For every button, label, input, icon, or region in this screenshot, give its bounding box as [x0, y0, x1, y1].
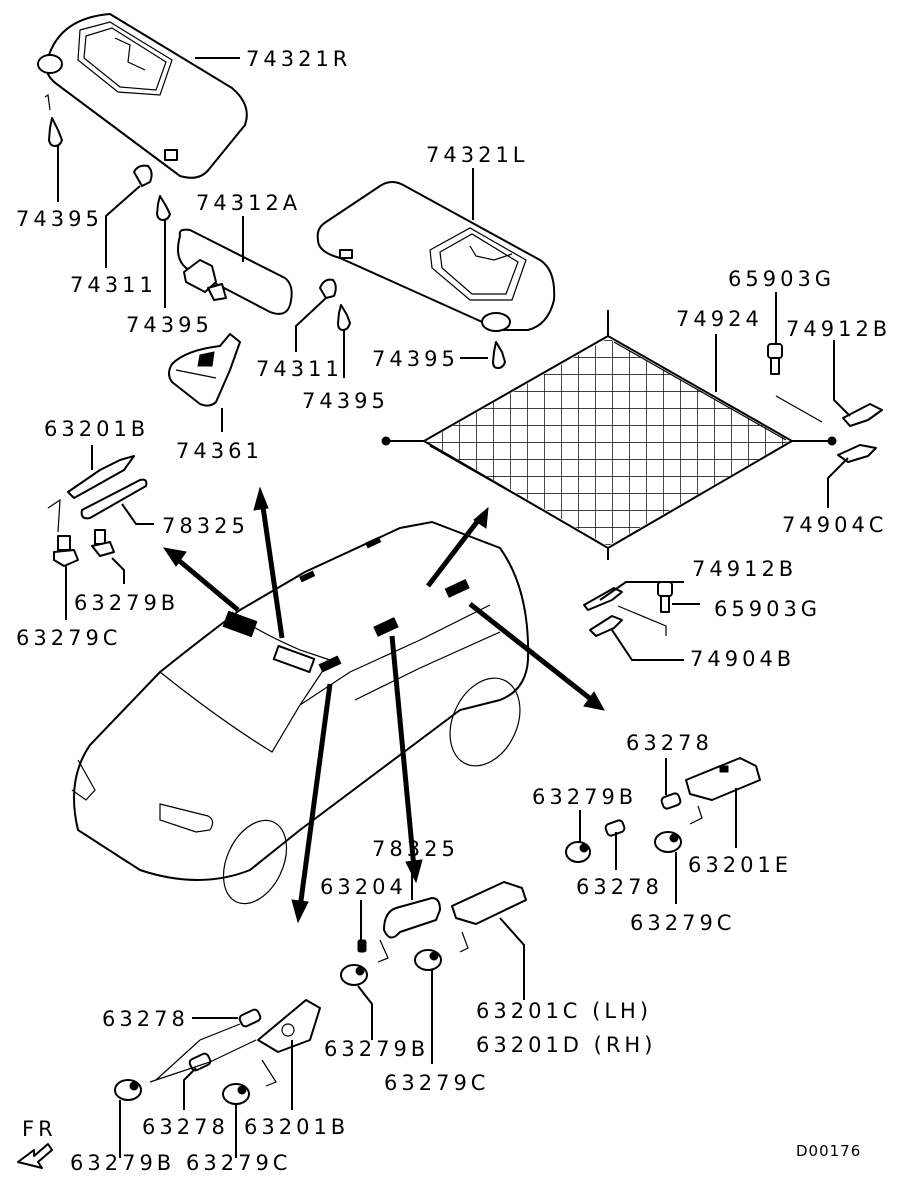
label-visor-holder-lh: 74311 — [256, 357, 343, 381]
bottom-lamp-assy[interactable] — [257, 999, 321, 1053]
label-rear-socket-c: 63279C — [630, 911, 735, 935]
bottom-bulb-b[interactable] — [188, 1052, 212, 1072]
label-visor-screw-lh-a: 74395 — [302, 389, 389, 413]
net-bracket-lower[interactable] — [589, 615, 623, 637]
net-hook-upper[interactable] — [842, 403, 883, 427]
label-cargo-net: 74924 — [676, 307, 763, 331]
label-side-grip: 78325 — [372, 837, 459, 861]
label-bottom-lamp-assy: 63201B — [244, 1115, 349, 1139]
label-bottom-bulb-a: 63278 — [102, 1007, 189, 1031]
label-bottom-socket-b: 63279B — [70, 1151, 175, 1175]
leader-lines — [57, 57, 851, 1158]
label-bottom-socket-c: 63279C — [186, 1151, 291, 1175]
label-side-lamp-lh: 63201C (LH) — [476, 999, 652, 1023]
label-rear-lamp-assy: 63201E — [688, 853, 792, 877]
sun-visor-rh[interactable] — [37, 13, 248, 179]
rear-socket-c[interactable] — [654, 831, 682, 853]
label-side-bulb: 63204 — [320, 875, 407, 899]
visor-screw-rh-a[interactable] — [44, 93, 63, 147]
side-bulb[interactable] — [357, 939, 367, 953]
room-mirror[interactable] — [177, 228, 293, 315]
front-assist-grip[interactable] — [80, 478, 148, 520]
rear-bulb-b[interactable] — [604, 819, 626, 837]
visor-screw-rh-b[interactable] — [156, 195, 171, 221]
label-visor-screw-lh-b: 74395 — [372, 347, 459, 371]
label-side-socket-b: 63279B — [324, 1037, 429, 1061]
cargo-net[interactable] — [381, 310, 837, 560]
net-bolt-upper[interactable] — [767, 343, 783, 375]
front-direction-arrow — [17, 1143, 53, 1169]
label-sun-visor-lh: 74321L — [426, 143, 529, 167]
visor-screw-lh-b[interactable] — [492, 341, 506, 369]
side-socket-c[interactable] — [414, 949, 442, 971]
net-bracket-upper[interactable] — [837, 444, 877, 463]
label-visor-screw-rh-a: 74395 — [16, 207, 103, 231]
front-socket-b[interactable] — [91, 529, 115, 557]
drawing-code: D00176 — [796, 1142, 861, 1160]
label-visor-holder-rh: 74311 — [70, 273, 157, 297]
label-rear-bulb-a: 63278 — [626, 731, 713, 755]
label-mirror-cover: 74361 — [176, 439, 263, 463]
label-net-bracket-lower: 74904B — [690, 647, 795, 671]
side-assist-grip[interactable] — [383, 897, 441, 939]
bottom-socket-c[interactable] — [222, 1083, 250, 1105]
pointer-arrows — [162, 486, 605, 924]
label-side-socket-c: 63279C — [384, 1071, 489, 1095]
visor-screw-lh-a[interactable] — [337, 304, 351, 331]
label-room-mirror: 74312A — [196, 191, 301, 215]
label-bottom-bulb-b: 63278 — [142, 1115, 229, 1139]
bottom-socket-b[interactable] — [114, 1079, 142, 1101]
label-side-lamp-rh: 63201D (RH) — [476, 1033, 656, 1057]
vehicle-outline — [71, 520, 530, 905]
visor-holder-rh[interactable] — [133, 164, 153, 187]
label-net-hook-lower: 74912B — [692, 557, 797, 581]
label-net-bolt-lower: 65903G — [714, 597, 821, 621]
callout-labels: 74321R 74395 74311 74395 74312A 74361 74… — [16, 47, 891, 1175]
label-net-hook-upper: 74912B — [786, 317, 891, 341]
label-sun-visor-rh: 74321R — [246, 47, 351, 71]
front-socket-c[interactable] — [53, 535, 79, 567]
sun-visor-lh[interactable] — [316, 181, 556, 332]
label-visor-screw-rh-b: 74395 — [126, 313, 213, 337]
label-net-bolt-upper: 65903G — [728, 267, 835, 291]
mirror-cover[interactable] — [168, 333, 241, 407]
rear-bulb-a[interactable] — [660, 792, 682, 810]
net-bolt-lower[interactable] — [657, 581, 673, 613]
side-socket-b[interactable] — [340, 964, 368, 986]
label-front-grip-bracket: 63201B — [44, 417, 149, 441]
front-direction-label: FR — [22, 1117, 57, 1141]
rear-lamp-assy[interactable] — [685, 757, 761, 801]
bottom-bulb-a[interactable] — [238, 1008, 262, 1028]
label-front-socket-b: 63279B — [74, 591, 179, 615]
side-lamp-assy[interactable] — [451, 881, 527, 925]
label-front-socket-c: 63279C — [16, 626, 121, 650]
label-rear-socket-b: 63279B — [532, 785, 637, 809]
visor-holder-lh[interactable] — [319, 278, 337, 299]
rear-socket-b[interactable] — [565, 841, 591, 863]
label-front-assist-grip: 78325 — [162, 514, 249, 538]
label-net-bracket-upper: 74904C — [782, 513, 887, 537]
front-grip-bracket[interactable] — [67, 455, 135, 499]
label-rear-bulb-b: 63278 — [576, 875, 663, 899]
